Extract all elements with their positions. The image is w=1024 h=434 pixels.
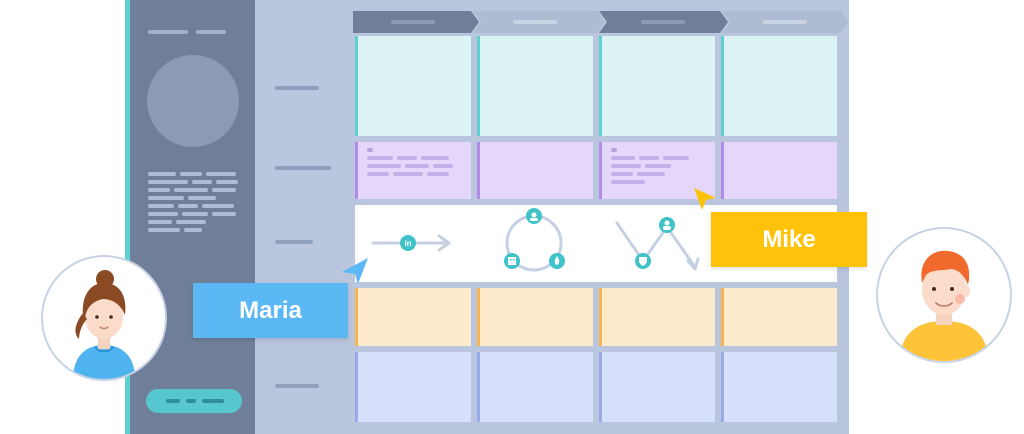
shield-icon: [635, 253, 651, 269]
maria-cursor-label: Maria: [193, 283, 348, 338]
grid-cell[interactable]: [355, 288, 471, 346]
mike-cursor-icon: [694, 188, 716, 210]
row-label-placeholder: [275, 240, 313, 244]
grid-cell[interactable]: [477, 142, 593, 199]
grid-cell[interactable]: [477, 352, 593, 422]
team-icon: [526, 208, 542, 224]
grid-cell[interactable]: [599, 36, 715, 136]
grid-cell[interactable]: [721, 288, 837, 346]
sidebar-action-button[interactable]: [146, 389, 242, 413]
grid-cell-note[interactable]: [355, 142, 471, 199]
row-label-placeholder: [275, 166, 331, 170]
mike-cursor-label: Mike: [711, 212, 867, 267]
persona-image-placeholder: [147, 55, 239, 147]
svg-text:in: in: [404, 239, 411, 248]
sidebar-title-placeholder: [148, 30, 188, 34]
sidebar-title-placeholder-2: [196, 30, 226, 34]
mike-avatar: [876, 227, 1012, 363]
grid-cell[interactable]: [599, 288, 715, 346]
grid-cell[interactable]: [477, 36, 593, 136]
row-label-placeholder: [275, 86, 319, 90]
process-diagram: in: [371, 208, 700, 272]
stage-header-arrows: [353, 11, 849, 33]
grid-cell[interactable]: [599, 352, 715, 422]
maria-cursor-icon: [342, 258, 368, 284]
grid-cell[interactable]: [721, 352, 837, 422]
grid-cell[interactable]: [355, 352, 471, 422]
drop-icon: [549, 253, 565, 269]
grid-cell[interactable]: [477, 288, 593, 346]
row-label-placeholder: [275, 384, 319, 388]
maria-avatar: [41, 255, 167, 381]
grid-cell[interactable]: [721, 142, 837, 199]
building-icon: [504, 253, 520, 269]
linkedin-icon: in: [400, 235, 416, 251]
sidebar-accent-edge: [125, 0, 130, 434]
person-icon: [659, 217, 675, 233]
grid-cell[interactable]: [355, 36, 471, 136]
grid-cell[interactable]: [721, 36, 837, 136]
